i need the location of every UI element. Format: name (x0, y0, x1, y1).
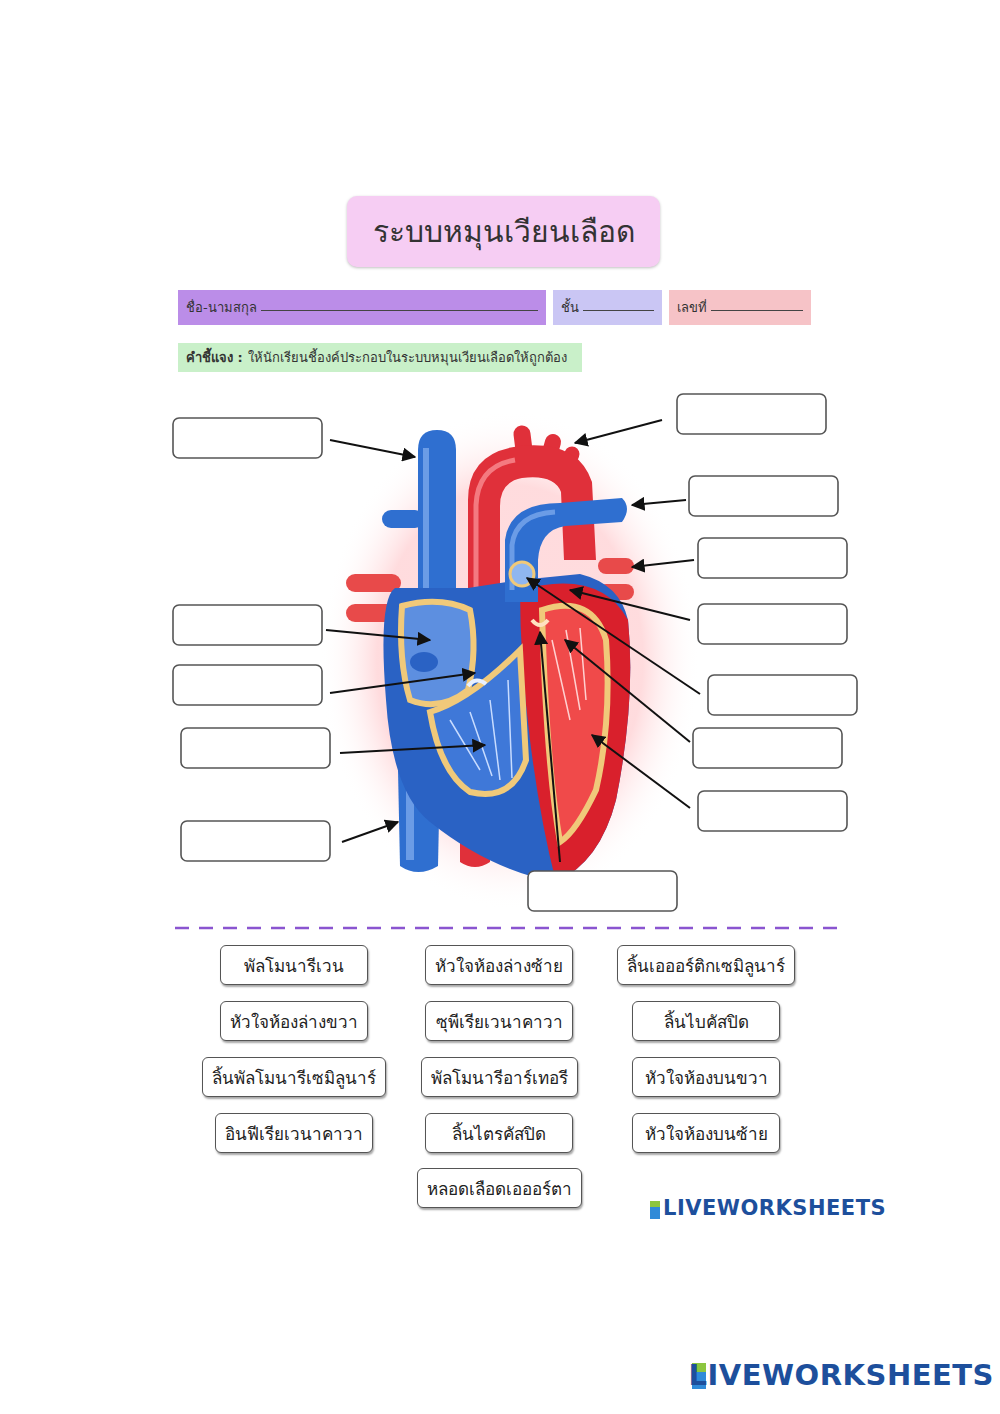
instruction-heading: คำชี้แจง : (186, 347, 243, 368)
info-field: ชั้น (553, 290, 662, 325)
answer-card: พัลโมนารีอาร์เทอรี (421, 1057, 578, 1097)
card-label: หลอดเลือดเอออร์ตา (427, 1175, 572, 1202)
card-label: พัลโมนารีเวน (244, 952, 344, 979)
card-label: อินฟีเรียเวนาคาวา (225, 1120, 363, 1147)
title-banner: ระบบหมุนเวียนเลือด (347, 196, 660, 267)
card-label: หัวใจห้องบนขวา (645, 1064, 768, 1091)
card-label: ลิ้นพัลโมนารีเซมิลูนาร์ (212, 1064, 376, 1091)
instruction-band: คำชี้แจง :ให้นักเรียนชี้องค์ประกอบในระบบ… (178, 343, 582, 372)
answer-card: ลิ้นเอออร์ติกเซมิลูนาร์ (617, 945, 795, 985)
instruction-text: ให้นักเรียนชี้องค์ประกอบในระบบหมุนเวียนเ… (248, 347, 567, 368)
answer-card: ซุพีเรียเวนาคาวา (425, 1001, 573, 1041)
answer-card: หัวใจห้องบนขวา (632, 1057, 780, 1097)
answer-card: หัวใจห้องบนซ้าย (632, 1113, 780, 1153)
card-label: หัวใจห้องล่างซ้าย (435, 952, 563, 979)
answer-card: พัลโมนารีเวน (220, 945, 368, 985)
card-label: ลิ้นเอออร์ติกเซมิลูนาร์ (627, 952, 785, 979)
answer-card: ลิ้นไบคัสปิด (632, 1001, 780, 1041)
fill-in-line (711, 310, 803, 311)
card-label: หัวใจห้องล่างขวา (230, 1008, 358, 1035)
fill-in-line (261, 310, 538, 311)
card-label: ซุพีเรียเวนาคาวา (436, 1008, 563, 1035)
field-label: ชั้น (561, 297, 579, 318)
field-label: เลขที่ (677, 297, 707, 318)
card-label: พัลโมนารีอาร์เทอรี (431, 1064, 568, 1091)
answer-card: ลิ้นไตรคัสปิด (425, 1113, 573, 1153)
card-label: ลิ้นไตรคัสปิด (452, 1120, 546, 1147)
title-text: ระบบหมุนเวียนเลือด (373, 208, 635, 255)
answer-card: อินฟีเรียเวนาคาวา (215, 1113, 373, 1153)
card-label: ลิ้นไบคัสปิด (664, 1008, 749, 1035)
watermark: LIVEWORKSHEETS (689, 1358, 994, 1392)
info-field: เลขที่ (669, 290, 811, 325)
answer-card: ลิ้นพัลโมนารีเซมิลูนาร์ (202, 1057, 386, 1097)
answer-card: หัวใจห้องล่างซ้าย (425, 945, 573, 985)
card-label: หัวใจห้องบนซ้าย (645, 1120, 768, 1147)
answer-card: หลอดเลือดเอออร์ตา (417, 1168, 582, 1208)
watermark: LIVEWORKSHEETS (663, 1196, 886, 1220)
answer-card: หัวใจห้องล่างขวา (220, 1001, 368, 1041)
fill-in-line (583, 310, 654, 311)
info-field: ชื่อ-นามสกุล (178, 290, 546, 325)
field-label: ชื่อ-นามสกุล (186, 297, 257, 318)
